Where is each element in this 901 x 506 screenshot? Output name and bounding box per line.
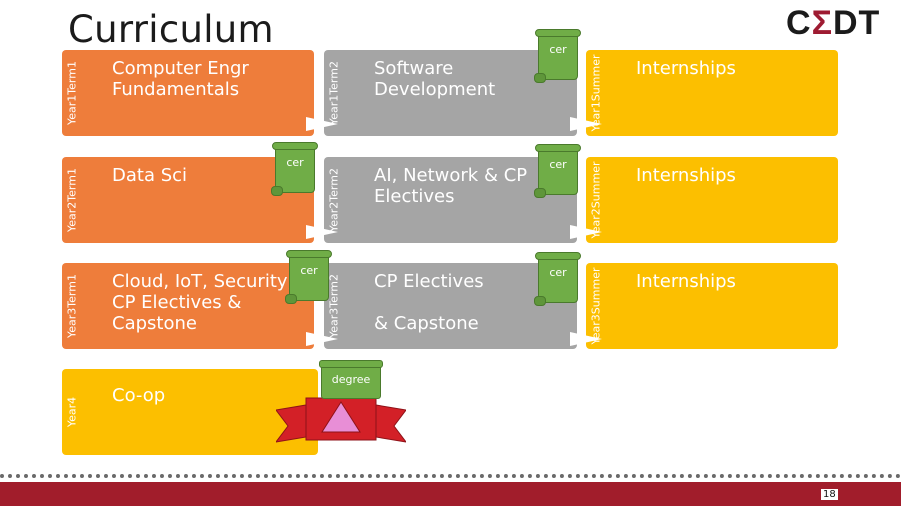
footer-dotted-divider (0, 474, 901, 478)
logo-letters-dt: DT (832, 4, 881, 42)
year1-term2-box: Year1Term2 Software Development (324, 50, 577, 136)
certificate-icon: cer (271, 142, 318, 196)
arrow-row3-term1-to-term2 (306, 332, 338, 346)
certificate-icon: cer (285, 250, 332, 304)
year2-term2-text: AI, Network & CP Electives (374, 165, 528, 207)
arrow-row1-term1-to-term2 (306, 117, 338, 131)
year3-term2-box: Year3Term2 CP Electives & Capstone (324, 263, 577, 349)
year2-term2-box: Year2Term2 AI, Network & CP Electives (324, 157, 577, 243)
degree-ribbon-icon (276, 397, 406, 443)
year4-label: Year4 (65, 396, 79, 428)
logo-letter-c: C (786, 4, 812, 42)
year1-term2-label: Year1Term2 (327, 61, 341, 125)
year1-term2-text: Software Development (374, 58, 496, 100)
year2-summer-box: Year2Summer Internships (586, 157, 838, 243)
year1-term1-label: Year1Term1 (65, 61, 79, 125)
year1-summer-text: Internships (636, 58, 736, 79)
year3-term2-label: Year3Term2 (327, 274, 341, 338)
year2-term2-label: Year2Term2 (327, 168, 341, 232)
arrow-row2-term1-to-term2 (306, 225, 338, 239)
year3-term1-text: Cloud, IoT, Security, CP Electives & Cap… (112, 271, 294, 334)
year3-summer-box: Year3Summer Internships (586, 263, 838, 349)
certificate-label: cer (549, 43, 567, 56)
arrow-row2-term2-to-summer (570, 225, 602, 239)
certificate-icon: cer (534, 144, 581, 198)
year3-summer-text: Internships (636, 271, 736, 292)
year3-term2-text: CP Electives & Capstone (374, 271, 484, 334)
degree-label: degree (331, 373, 371, 386)
certificate-label: cer (549, 158, 567, 171)
certificate-label: cer (286, 156, 304, 169)
slide-title: Curriculum (68, 8, 274, 51)
arrow-row1-term2-to-summer (570, 117, 602, 131)
year4-text: Co-op (112, 385, 166, 406)
certificate-icon: cer (534, 252, 581, 306)
degree-certificate-icon: degree (319, 360, 383, 399)
year2-summer-text: Internships (636, 165, 736, 186)
year2-term1-box: Year2Term1 Data Sci (62, 157, 314, 243)
year3-term1-box: Year3Term1 Cloud, IoT, Security, CP Elec… (62, 263, 314, 349)
cedt-logo: CΣDT (786, 4, 880, 43)
certificate-icon: cer (534, 29, 581, 83)
footer-bar (0, 482, 901, 506)
year4-box: Year4 Co-op (62, 369, 318, 455)
arrow-row3-term2-to-summer (570, 332, 602, 346)
year2-term1-text: Data Sci (112, 165, 188, 186)
year1-summer-box: Year1Summer Internships (586, 50, 838, 136)
year2-term1-label: Year2Term1 (65, 168, 79, 232)
logo-sigma: Σ (811, 4, 833, 42)
year1-term1-text: Computer Engr Fundamentals (112, 58, 249, 100)
year1-term1-box: Year1Term1 Computer Engr Fundamentals (62, 50, 314, 136)
certificate-label: cer (549, 266, 567, 279)
certificate-label: cer (300, 264, 318, 277)
page-number: 18 (821, 489, 838, 500)
year3-term1-label: Year3Term1 (65, 274, 79, 338)
